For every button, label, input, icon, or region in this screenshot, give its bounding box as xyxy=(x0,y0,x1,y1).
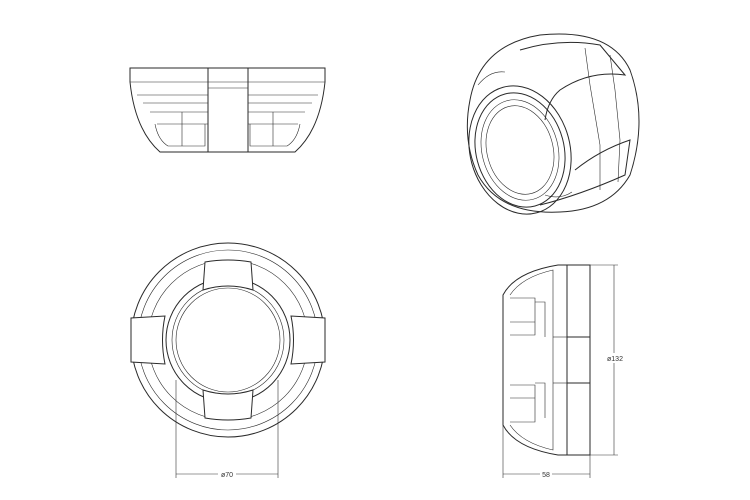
dimension-side-diameter: ø132 xyxy=(607,356,623,363)
side-diameter-dimension: ø132 xyxy=(590,264,623,456)
dimension-side-depth: 58 xyxy=(542,472,550,479)
dimension-front-diameter: ø70 xyxy=(221,472,233,479)
front-diameter-dimension: ø70 xyxy=(175,380,279,479)
isometric-view xyxy=(466,33,640,215)
top-view xyxy=(129,67,326,153)
side-view xyxy=(502,264,591,456)
side-depth-dimension: 58 xyxy=(502,425,591,479)
front-view xyxy=(130,242,326,438)
